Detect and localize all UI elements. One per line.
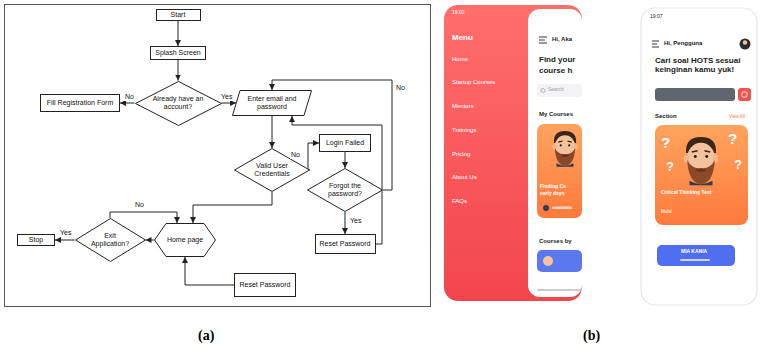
question-mark: ? — [734, 158, 742, 173]
menu-item: Startup Courses — [452, 79, 495, 86]
flow-arrow — [120, 103, 135, 104]
menu-item: About Us — [452, 174, 477, 181]
flow-arrow — [55, 240, 75, 241]
edge-label: Yes — [349, 217, 362, 225]
flow-arrow — [193, 192, 272, 223]
flow-arrow — [345, 152, 346, 168]
flow-arrow — [146, 240, 155, 241]
node-text: Login Failed — [326, 139, 364, 147]
node-text: Valid User Credentials — [250, 162, 295, 178]
node-text: Fill Registration Form — [47, 99, 114, 107]
decision-diamond: Already have an account? — [135, 81, 222, 126]
card-subtitle: Mulai — [661, 209, 672, 214]
card-title: Finding Co — [540, 184, 566, 190]
flow-arrow — [178, 60, 179, 81]
edge-label: No — [134, 201, 145, 209]
greeting: Hi, Aka — [552, 36, 572, 43]
heading: Find your — [539, 55, 575, 64]
question-mark: ? — [661, 134, 670, 151]
question-mark: ? — [728, 130, 737, 147]
edge-label: No — [395, 84, 406, 92]
edge-label: No — [124, 93, 135, 101]
process-box: Reset Password — [315, 234, 376, 254]
process-box: Login Failed — [319, 134, 371, 152]
decision-diamond: Forgot the password? — [307, 168, 383, 212]
status-time: 19:07 — [650, 14, 663, 20]
phone-mockup-menu — [444, 5, 582, 301]
search-placeholder: Search — [548, 87, 564, 93]
menu-title: Menu — [452, 33, 473, 42]
status-time: 19:02 — [452, 10, 465, 16]
section-title: Courses by — [539, 238, 572, 245]
flow-arrow — [345, 212, 346, 234]
process-box: Fill Registration Form — [40, 94, 120, 112]
flow-arrow — [178, 21, 179, 46]
edge-label: No — [290, 151, 301, 159]
menu-item: FAQs — [452, 198, 467, 205]
menu-item: Home — [452, 56, 468, 63]
heading: Cari soal HOTS sesuai keinginan kamu yuk… — [655, 56, 750, 74]
section-title: My Courses — [539, 111, 573, 118]
view-all-link: View All — [729, 114, 745, 119]
menu-item: Pricing — [452, 151, 470, 158]
question-mark: ? — [666, 160, 674, 175]
heading: course h — [539, 66, 572, 75]
flow-arrow — [308, 143, 319, 170]
node-text: Exit Application? — [89, 232, 131, 248]
terminal-box: Stop — [17, 234, 55, 246]
edge-label: Yes — [220, 93, 233, 101]
flow-arrow — [185, 257, 234, 285]
decision-diamond: Exit Application? — [75, 218, 146, 262]
terminal-box: Start — [156, 9, 201, 21]
page-hexagon: Home page — [154, 223, 216, 257]
flow-arrow — [110, 212, 177, 223]
node-text: Forgot the password? — [323, 182, 368, 198]
node-text: Home page — [167, 236, 203, 244]
phone-mockup-home — [641, 8, 757, 305]
menu-item: Trainings — [452, 127, 476, 134]
process-box: Reset Password — [234, 273, 296, 297]
section-title: Section — [655, 113, 677, 120]
node-text: Splash Screen — [155, 49, 201, 57]
node-text: Enter email and password — [246, 95, 298, 111]
panel-frame — [5, 5, 431, 307]
greeting: Hi, Pengguna — [664, 40, 702, 47]
panel-caption: (a) — [198, 328, 214, 344]
input-parallelogram: Enter email and password — [232, 90, 312, 116]
process-box: Splash Screen — [150, 46, 206, 60]
flow-arrow — [272, 116, 273, 148]
node-text: Reset Password — [240, 281, 291, 289]
menu-item: Mentors — [452, 103, 474, 110]
card-title: Critical Thinking Test — [661, 190, 711, 196]
card-title: early days — [540, 191, 564, 197]
node-text: Already have an account? — [152, 95, 204, 111]
flow-arrow — [292, 116, 382, 244]
edge-label: Yes — [59, 229, 72, 237]
panel-caption: (b) — [583, 328, 600, 344]
button-label: MIA KANIA — [681, 249, 707, 255]
flow-arrow — [222, 103, 237, 104]
node-text: Start — [171, 11, 186, 19]
node-text: Reset Password — [320, 240, 371, 248]
node-text: Stop — [29, 236, 43, 244]
